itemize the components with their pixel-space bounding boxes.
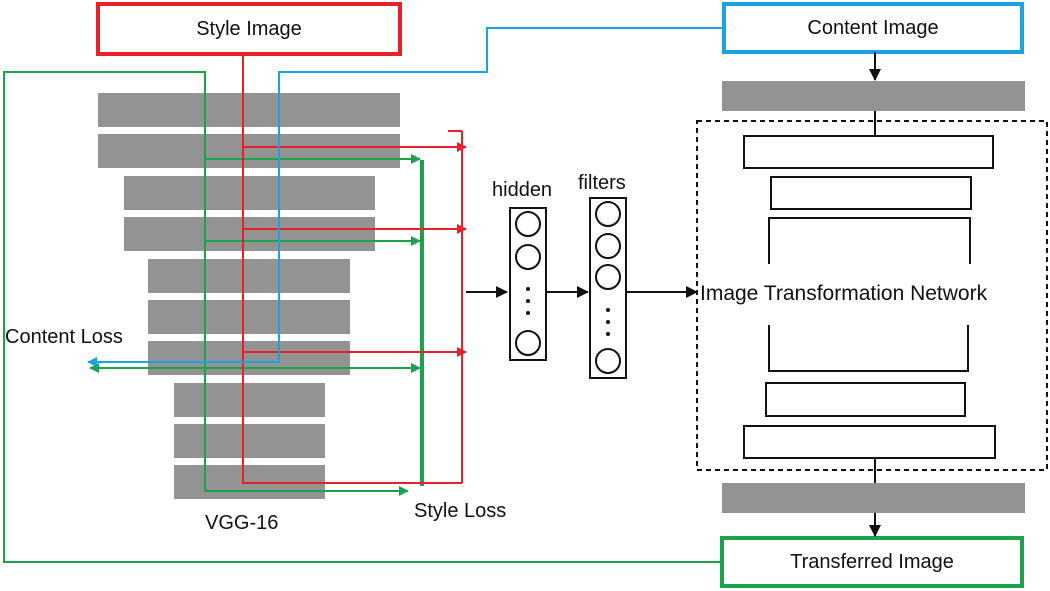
hidden-label: hidden [492,179,553,201]
vgg-layer [124,176,375,210]
vgg-layer [148,341,350,375]
itn-layer [768,325,969,372]
itn-dashed-frame [696,120,1048,471]
content-image-box [722,2,1024,54]
itn-label: Image Transformation Network [700,282,988,305]
vgg-layer [148,300,350,334]
itn-layer [743,425,996,459]
transferred-feedback-path [3,71,722,563]
filters-layer [589,197,627,379]
filters-label: filters [578,172,626,194]
flow-arrows [466,52,881,537]
vgg-layer [98,93,400,127]
vgg16-layers [98,93,400,499]
style-image-label: Style Image [196,18,302,40]
style-image-box [96,2,402,56]
content-loss-label: Content Loss [5,326,123,348]
transferred-image-box [720,536,1024,588]
itn-layer [743,135,994,169]
vgg-layer [148,259,350,293]
itn-input-block [722,81,1025,111]
vgg16-label: VGG-16 [205,512,279,534]
content-feature-path [87,27,724,367]
style-loss-label: Style Loss [414,500,507,522]
vgg-layer [124,217,375,251]
itn-layer [765,382,966,417]
hidden-layer [509,207,547,361]
itn-layers [743,135,996,459]
content-image-label: Content Image [807,17,939,39]
itn-layer [768,217,971,264]
itn-layer [770,176,972,210]
vgg-layer [174,383,325,417]
itn-output-block [722,483,1025,513]
vgg-layer [98,134,400,168]
vgg-layer [174,424,325,458]
transferred-image-label: Transferred Image [790,551,954,573]
style-feature-paths [242,54,467,484]
